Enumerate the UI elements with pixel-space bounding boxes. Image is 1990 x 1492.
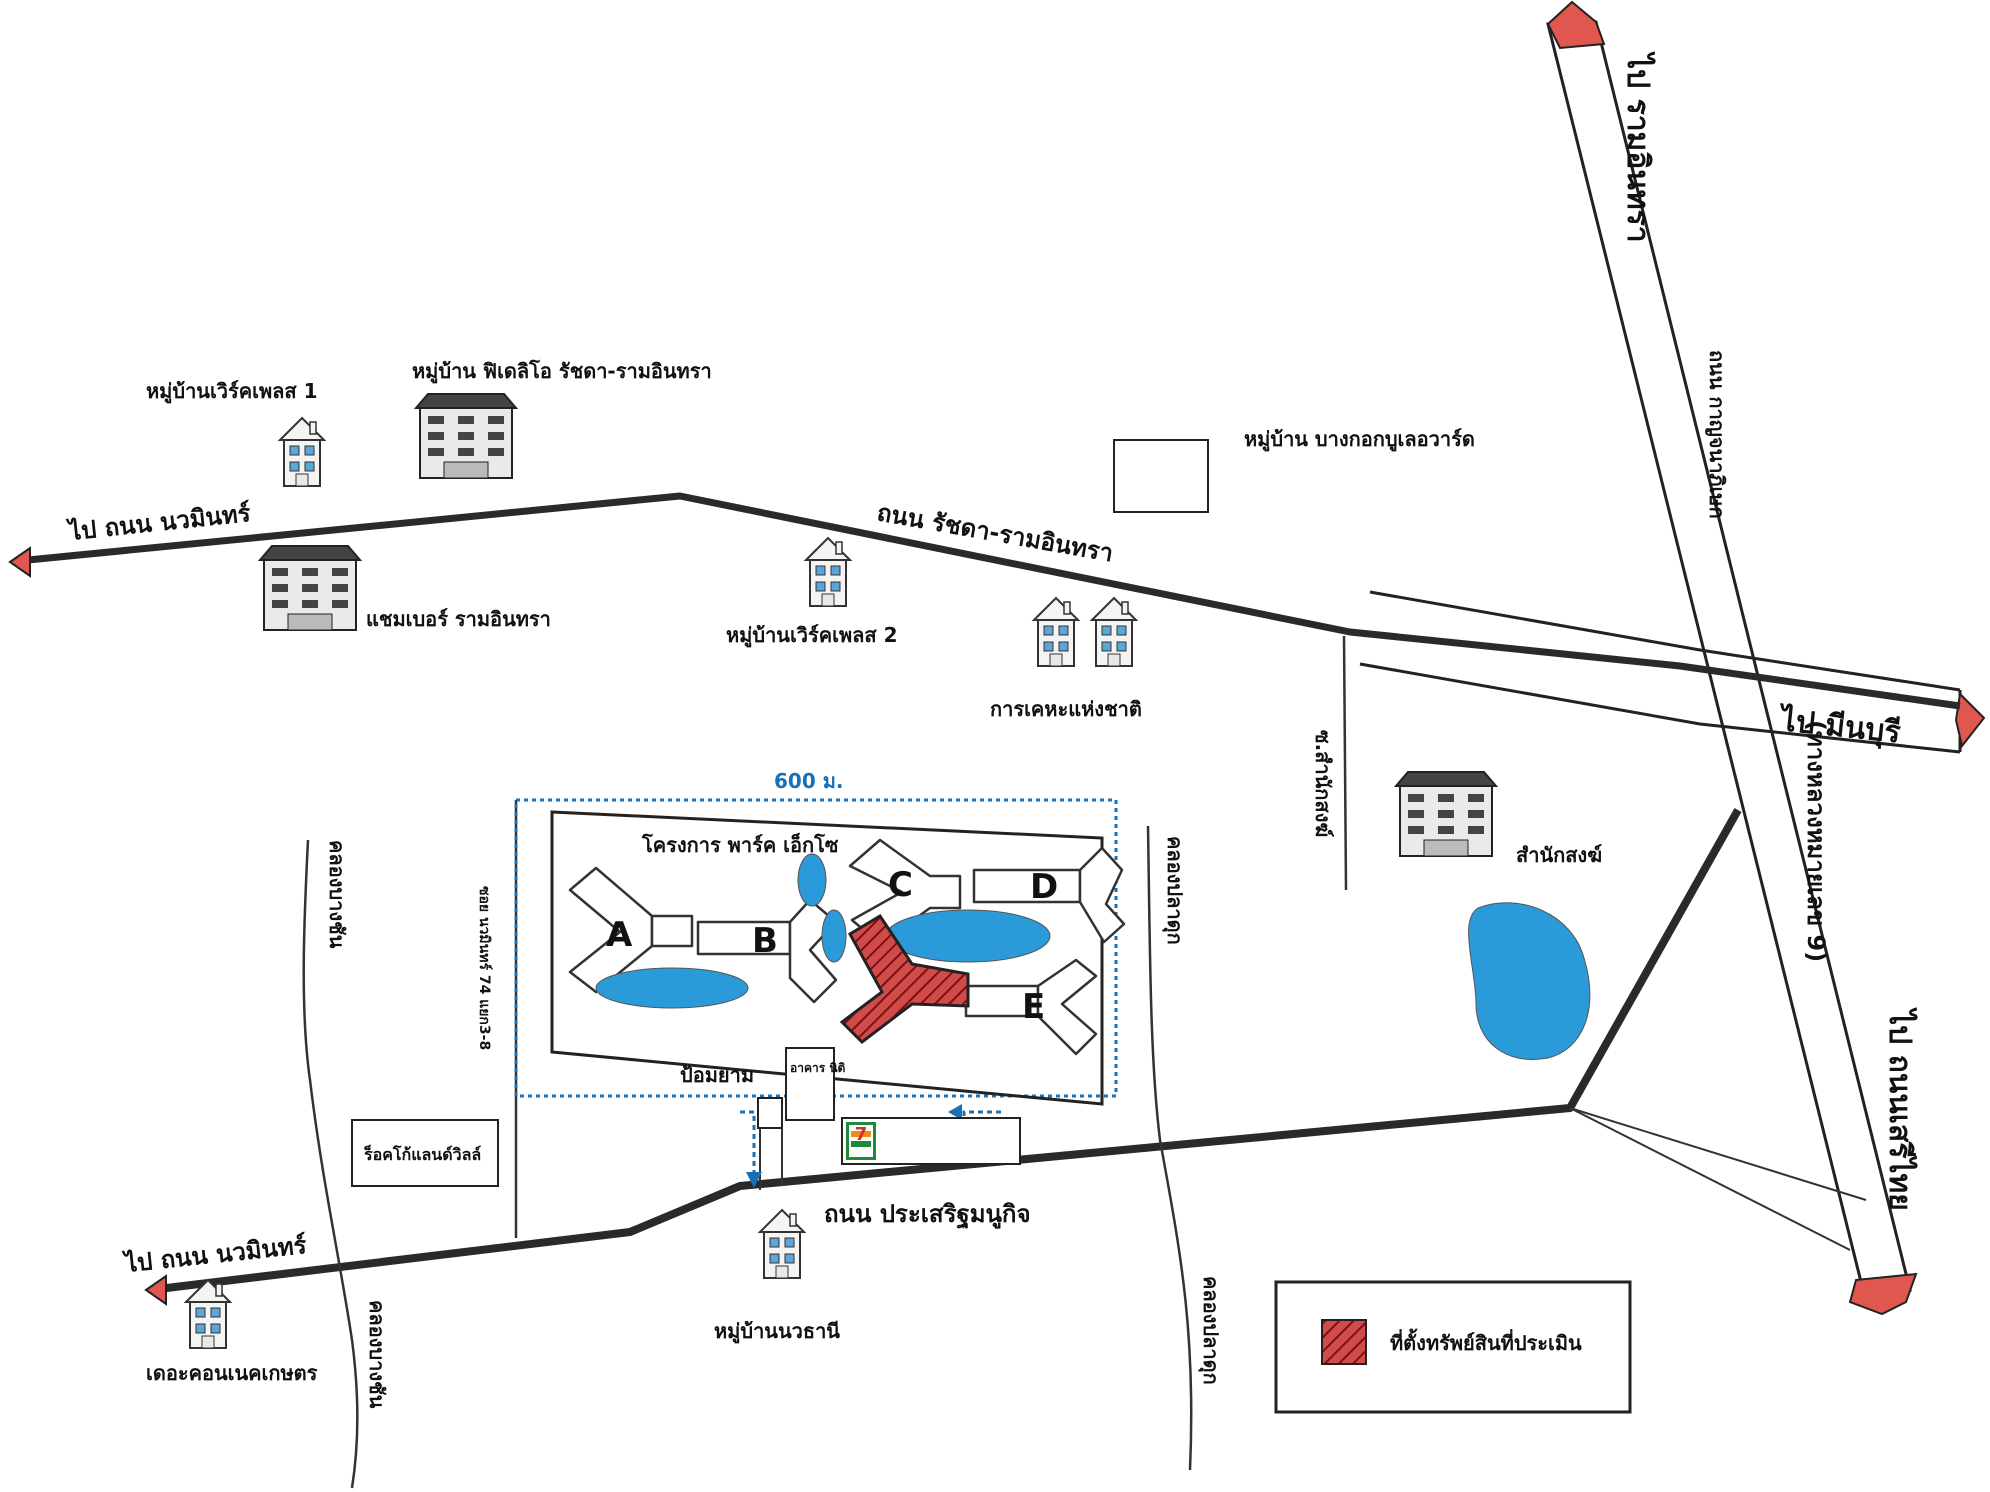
svg-text:(ทางหลวงหมายเลข 9): (ทางหลวงหมายเลข 9) [1802, 720, 1830, 962]
direction-label-min-buri: ไป มีนบุรี [1776, 702, 1902, 752]
label-nawathani: หมู่บ้านนวธานี [714, 1319, 840, 1345]
svg-text:ซ.สำนักสงฆ์: ซ.สำนักสงฆ์ [1311, 730, 1335, 837]
entrance-route [740, 1110, 756, 1186]
svg-text:ไป ถนนเสรีไทย: ไป ถนนเสรีไทย [1882, 1007, 1918, 1211]
label-canal-bang-chan-lower: คลองบางชัน [365, 1300, 389, 1409]
label-the-connect: เดอะคอนเนคเกษตร [146, 1361, 318, 1385]
ratchada-ramintra-road [27, 492, 1961, 710]
direction-arrow-icon [144, 1274, 167, 1306]
label-bangkok-boulevard: หมู่บ้าน บางกอกบูเลอวาร์ด [1244, 427, 1475, 453]
canal-pla-duk-line [1146, 825, 1193, 1471]
direction-arrow-icon [8, 546, 31, 578]
building-label-e: E [1022, 987, 1045, 1027]
canal-bang-chan-line [302, 839, 359, 1489]
direction-label-seri-thai: ไป ถนนเสรีไทย [1882, 1007, 1918, 1211]
building-label-d: D [1030, 867, 1058, 907]
road-label-prasert: ถนน ประเสริฐมนูกิจ [824, 1200, 1031, 1230]
bangkok-boulevard-box [1113, 439, 1209, 513]
label-road-sign-shop: ร็อคโก้แลนด์วิลล์ [364, 1143, 482, 1164]
direction-arrow-icon [1848, 1272, 1918, 1316]
pond-icon [797, 853, 827, 907]
svg-text:คลองบางชัน: คลองบางชัน [365, 1300, 389, 1409]
building-label-a: A [606, 915, 633, 955]
label-guard-post: ป้อมยาม [680, 1063, 754, 1087]
label-chamber: แชมเบอร์ รามอินทรา [366, 607, 551, 631]
seven-eleven-logo: 7 [846, 1122, 876, 1160]
label-project: โครงการ พาร์ค เอ็กโซ [641, 832, 839, 857]
house-icon [759, 1209, 805, 1279]
label-canal-bang-chan: คลองบางชัน [325, 840, 349, 949]
svg-text:ไป รามอินทรา: ไป รามอินทรา [1620, 51, 1656, 243]
apartment-icon [415, 393, 517, 479]
label-soi-nawamin-74: ซอย นวมินทร์ 74 แยก3-8 [476, 886, 493, 1050]
building-label-c: C [888, 865, 913, 905]
pond-icon [595, 967, 749, 1009]
apartment-icon [259, 545, 361, 631]
legend-label: ที่ตั้งทรัพย์สินที่ประเมิน [1390, 1328, 1582, 1355]
svg-text:คลองปลาดุก: คลองปลาดุก [1162, 836, 1187, 945]
link-road [1569, 1107, 1867, 1201]
house-icon [1091, 597, 1137, 667]
label-workplace-1: หมู่บ้านเวิร์คเพลส 1 [146, 379, 318, 405]
outer-ring-road-label: ถนน กาญจนาภิเษก [1705, 350, 1729, 519]
direction-arrow-icon [1546, 0, 1606, 50]
label-canal-pla-duk: คลองปลาดุก [1162, 836, 1187, 945]
svg-text:ถนน กาญจนาภิเษก: ถนน กาญจนาภิเษก [1705, 350, 1729, 519]
prasert-manukit-road [149, 808, 1742, 1294]
svg-text:ซอย นวมินทร์ 74 แยก3-8: ซอย นวมินทร์ 74 แยก3-8 [476, 886, 493, 1050]
building-label-b: B [752, 921, 778, 961]
entrance-route [962, 1110, 1004, 1116]
arrow-left-icon [948, 1104, 962, 1120]
label-soi-samnak-song: ซ.สำนักสงฆ์ [1311, 730, 1335, 837]
apartment-icon [1395, 771, 1497, 857]
legend: ที่ตั้งทรัพย์สินที่ประเมิน [1274, 1280, 1632, 1414]
house-icon [185, 1279, 231, 1349]
pond-icon [1468, 902, 1591, 1060]
link-road [1569, 1107, 1851, 1251]
label-workplace-2: หมู่บ้านเวิร์คเพลส 2 [726, 623, 898, 649]
project-boundary [550, 810, 1104, 1106]
legend-swatch [1321, 1319, 1367, 1365]
soi-samnak-song-line [1342, 635, 1348, 891]
label-canal-pla-duk-lower: คลองปลาดุก [1198, 1276, 1223, 1385]
svg-text:คลองบางชัน: คลองบางชัน [325, 840, 349, 949]
outer-ring-road-side-label: (ทางหลวงหมายเลข 9) [1802, 720, 1830, 962]
subject-property-marker [839, 913, 970, 1044]
road-sign-shop-box [351, 1119, 499, 1187]
arrow-down-icon [746, 1172, 762, 1188]
pond-icon [885, 909, 1051, 963]
svg-text:คลองปลาดุก: คลองปลาดุก [1198, 1276, 1223, 1385]
label-samnak-song: สำนักสงฆ์ [1516, 843, 1602, 867]
label-karn-kheha: การเคหะแห่งชาติ [990, 697, 1142, 721]
house-icon [279, 417, 325, 487]
pond-icon [821, 909, 847, 963]
juristic-building-box [785, 1047, 835, 1121]
house-icon [1033, 597, 1079, 667]
guard-post-box [757, 1097, 783, 1129]
distance-label: 600 ม. [774, 769, 844, 793]
label-fidelio: หมู่บ้าน ฟิเดลิโอ รัชดา-รามอินทรา [412, 359, 712, 385]
label-juristic-building: อาคาร นิติ [790, 1061, 846, 1075]
direction-arrow-icon [1954, 691, 1986, 749]
svg-text:7: 7 [855, 1124, 868, 1145]
house-icon [805, 537, 851, 607]
direction-label-ram-inthra: ไป รามอินทรา [1620, 51, 1656, 243]
